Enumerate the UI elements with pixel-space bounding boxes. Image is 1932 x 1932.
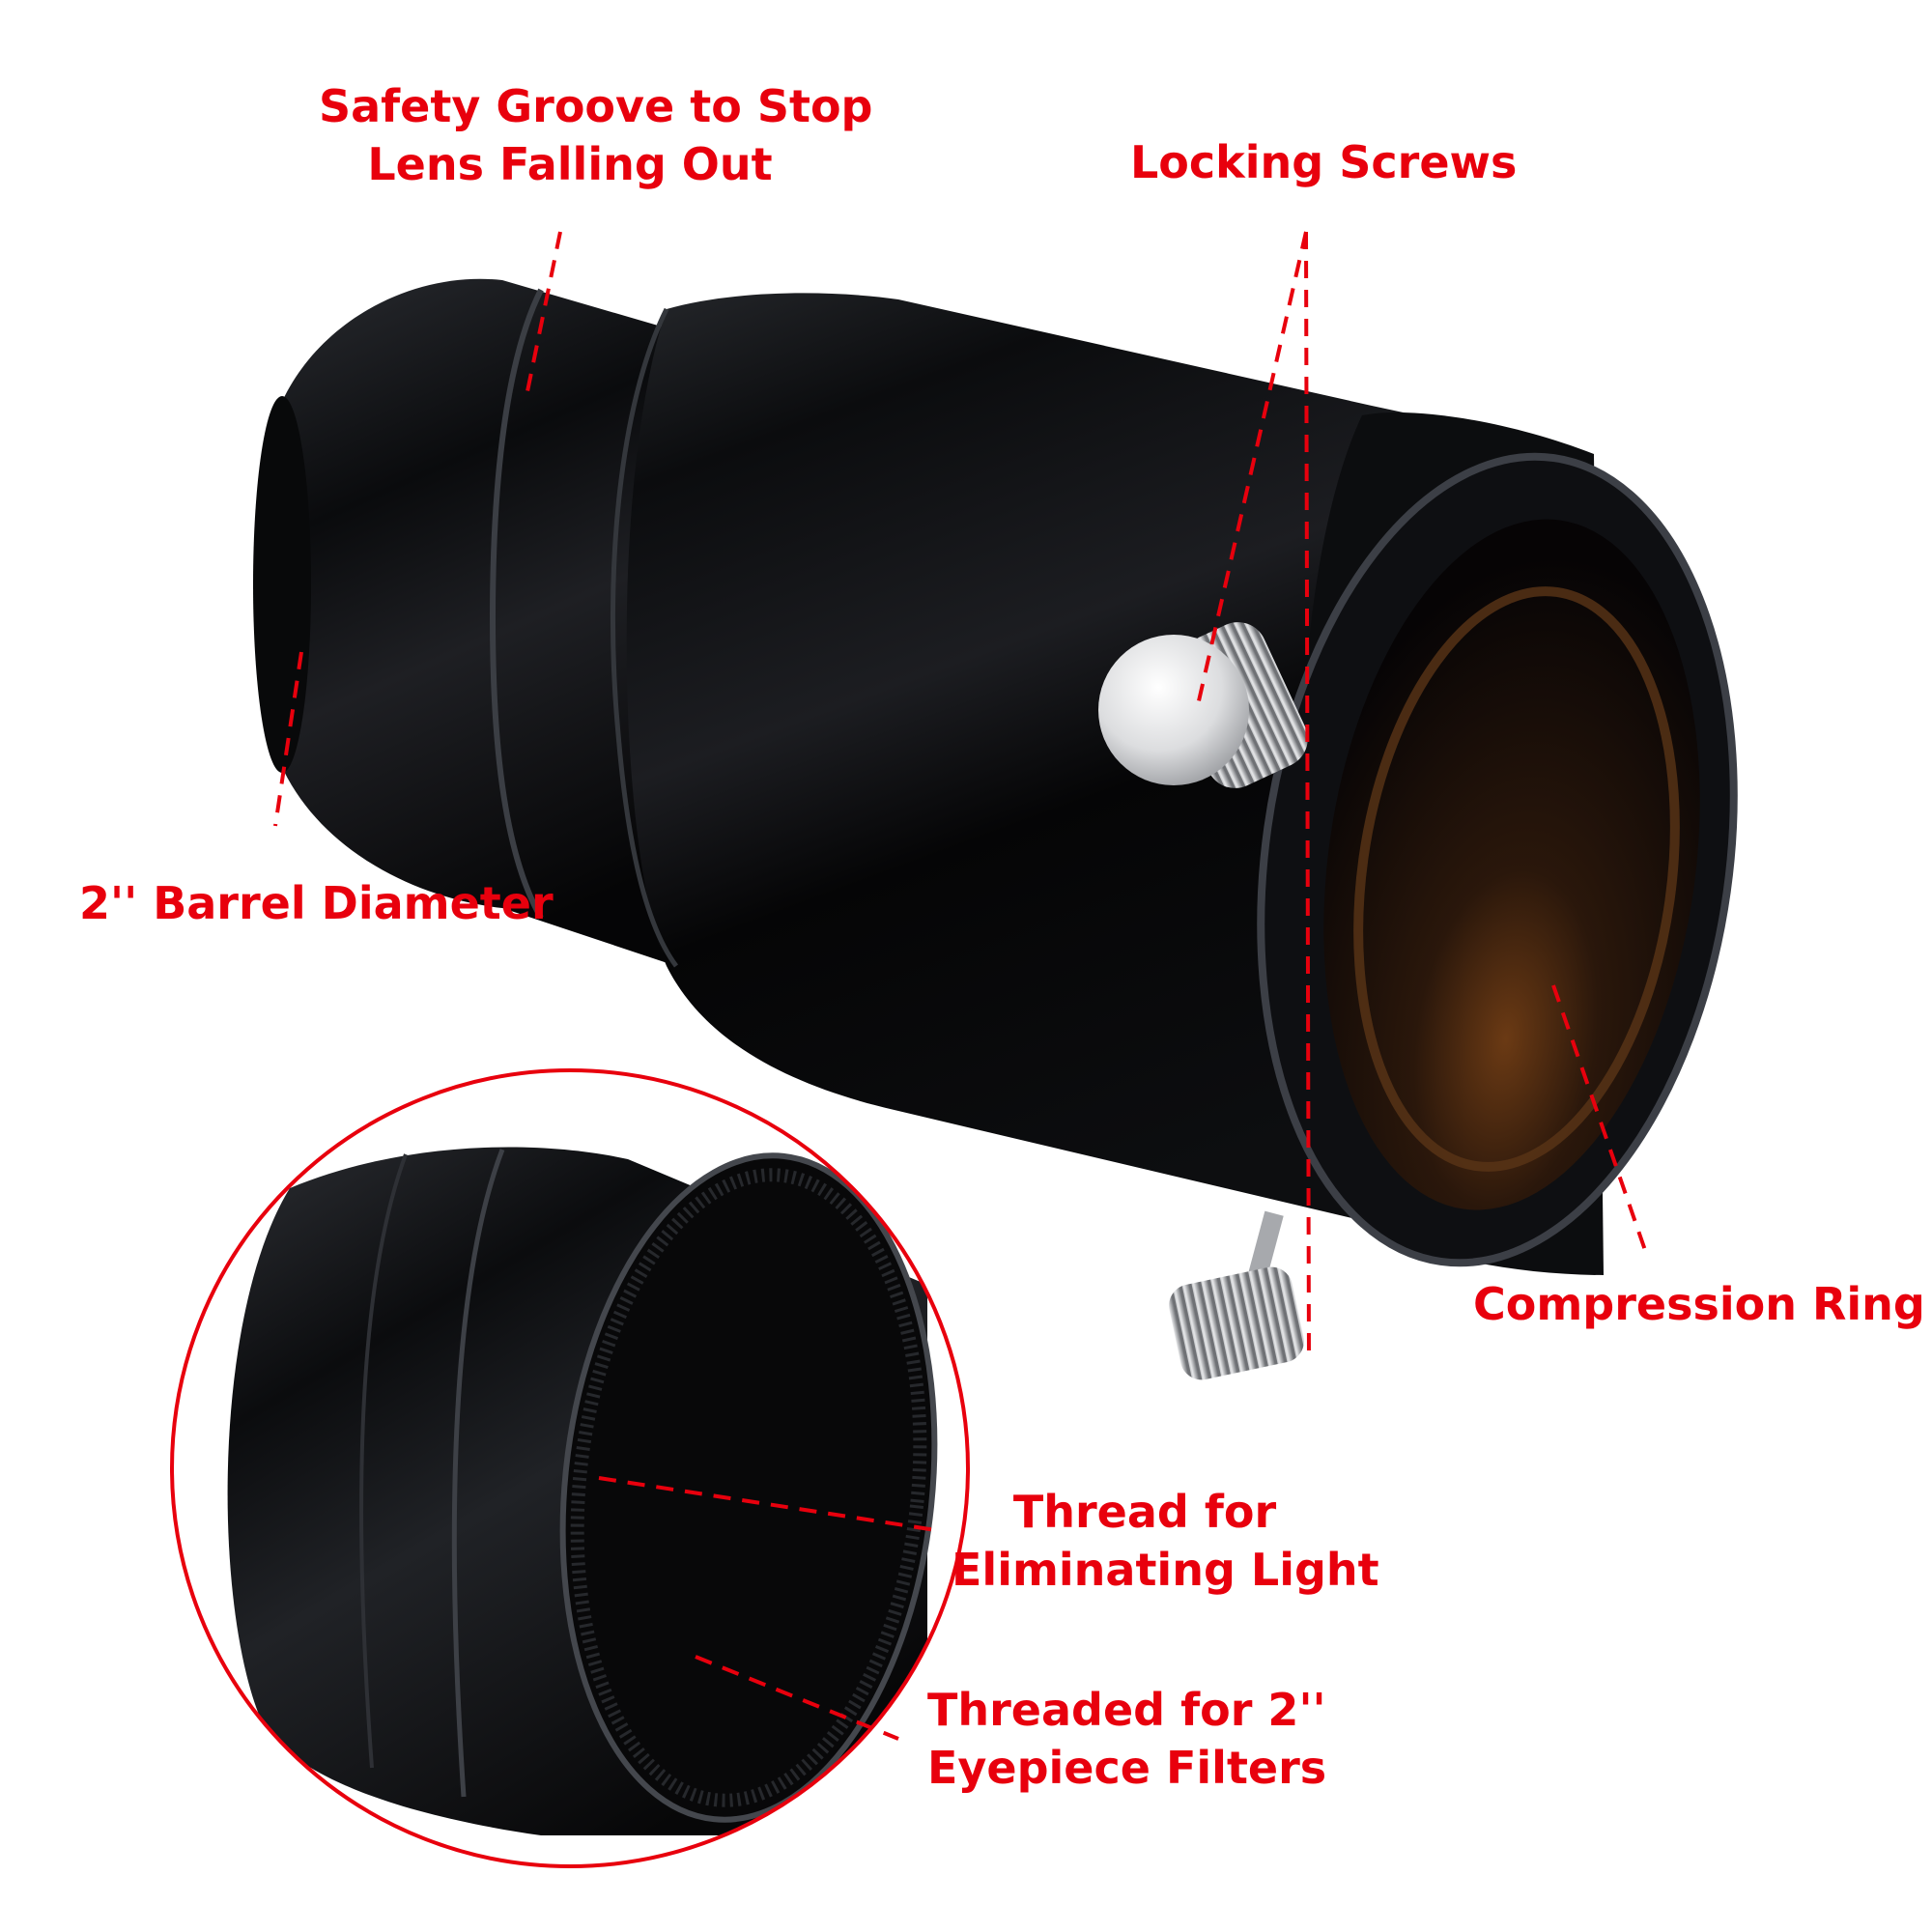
- tube-step-edge: [610, 307, 679, 968]
- barrel-end-face: [253, 396, 311, 773]
- front-rim-highlight: [1257, 452, 1738, 1267]
- label-barrel-diameter: 2'' Barrel Diameter: [79, 877, 554, 929]
- compression-ring: [1353, 586, 1680, 1172]
- callout-barrel: [273, 651, 303, 827]
- label-thread-eliminating-line2: Eliminating Light: [952, 1544, 1379, 1596]
- label-threaded-filters-line2: Eyepiece Filters: [927, 1742, 1327, 1794]
- inset-rim: [559, 1152, 938, 1823]
- callout-locking-top: [1196, 231, 1308, 706]
- label-thread-eliminating-light: Thread for Eliminating Light: [952, 1483, 1379, 1599]
- safety-groove: [489, 288, 544, 920]
- inset-opening: [562, 1155, 935, 1820]
- label-safety-groove: Safety Groove to Stop Lens Falling Out: [319, 77, 873, 193]
- extension-tube: [253, 278, 1738, 1380]
- callout-thread-filters: [695, 1655, 899, 1741]
- inset-threads: [570, 1168, 927, 1807]
- label-threaded-filters: Threaded for 2'' Eyepiece Filters: [927, 1681, 1327, 1797]
- label-compression-ring: Compression Ring: [1473, 1278, 1925, 1330]
- label-thread-eliminating-line1: Thread for: [1012, 1486, 1277, 1538]
- locking-screw-top: [1098, 622, 1308, 788]
- callout-locking-bottom: [1304, 231, 1311, 1363]
- inset-groove: [451, 1149, 505, 1798]
- callout-compression: [1551, 984, 1649, 1257]
- inset-border: [170, 1068, 970, 1868]
- callout-lines: [273, 231, 1649, 1741]
- label-safety-groove-line2: Lens Falling Out: [367, 138, 773, 190]
- inset-detail: [170, 1068, 970, 1868]
- locking-screw-bottom: [1169, 1210, 1304, 1380]
- inset-groove-2: [359, 1153, 408, 1769]
- label-locking-screws: Locking Screws: [1130, 136, 1518, 188]
- label-threaded-filters-line1: Threaded for 2'': [927, 1684, 1326, 1736]
- label-safety-groove-line1: Safety Groove to Stop: [319, 80, 873, 132]
